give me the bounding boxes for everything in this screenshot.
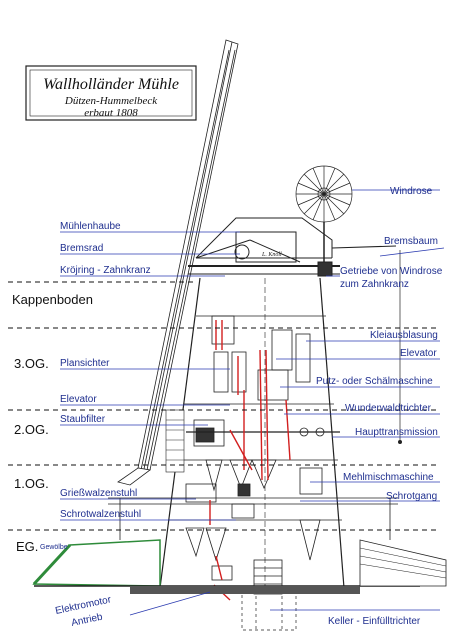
label-staubfilter: Staubfilter bbox=[60, 414, 106, 425]
label-elektromotor: Elektromotor bbox=[54, 594, 112, 617]
label-plansichter: Plansichter bbox=[60, 358, 110, 369]
label-bremsrad: Bremsrad bbox=[60, 243, 103, 254]
label-antrieb: Antrieb bbox=[70, 611, 104, 628]
label-gewoelbe: Gewölbe bbox=[40, 544, 68, 551]
label-muehlenhaube: Mühlenhaube bbox=[60, 221, 121, 232]
sail bbox=[117, 39, 239, 486]
floor-eg: EG. bbox=[16, 539, 38, 554]
windrose-wheel bbox=[295, 165, 353, 266]
label-bremsbaum: Bremsbaum bbox=[384, 236, 438, 247]
label-kroejring: Kröjring - Zahnkranz bbox=[60, 265, 151, 276]
label-mehlmisch: Mehlmischmaschine bbox=[343, 472, 434, 483]
red-belts bbox=[209, 320, 291, 601]
floor-lines bbox=[8, 281, 440, 531]
label-wunderwald: Wunderwaldtrichter bbox=[345, 403, 432, 414]
leader-lines bbox=[60, 189, 445, 616]
ground bbox=[32, 539, 447, 594]
brick-wall bbox=[165, 409, 185, 473]
label-haupttransmission: Haupttransmission bbox=[355, 427, 438, 438]
signature-text: L. Knoll bbox=[261, 252, 282, 258]
label-keller: Keller - Einfülltrichter bbox=[328, 616, 421, 627]
label-kleiausblasung: Kleiausblasung bbox=[370, 330, 438, 341]
label-elevator-left: Elevator bbox=[60, 394, 97, 405]
label-putz: Putz- oder Schälmaschine bbox=[316, 376, 433, 387]
title-name: Wallholländer Mühle bbox=[43, 76, 179, 93]
floor-og1: 1.OG. bbox=[14, 476, 49, 491]
floor-kappenboden: Kappenboden bbox=[12, 292, 93, 307]
label-getriebe: Getriebe von Windrose bbox=[340, 266, 443, 277]
floor-og3: 3.OG. bbox=[14, 356, 49, 371]
label-windrose: Windrose bbox=[390, 186, 433, 197]
floor-og2: 2.OG. bbox=[14, 422, 49, 437]
label-elevator-right: Elevator bbox=[400, 348, 437, 359]
title-place: Dützen-Hummelbeck bbox=[64, 95, 158, 107]
label-griesswalzen: Grießwalzenstuhl bbox=[60, 488, 137, 499]
machinery bbox=[185, 315, 340, 595]
label-schrotgang: Schrotgang bbox=[386, 491, 437, 502]
hoist-hook bbox=[398, 440, 402, 444]
title-built: erbaut 1808 bbox=[84, 107, 138, 119]
cap: L. Knoll bbox=[188, 217, 397, 277]
label-getriebe-2: zum Zahnkranz bbox=[340, 279, 409, 290]
title-cartouche: Wallholländer Mühle Dützen-Hummelbeck er… bbox=[25, 65, 197, 121]
label-schrotwalzen: Schrotwalzenstuhl bbox=[60, 509, 141, 520]
